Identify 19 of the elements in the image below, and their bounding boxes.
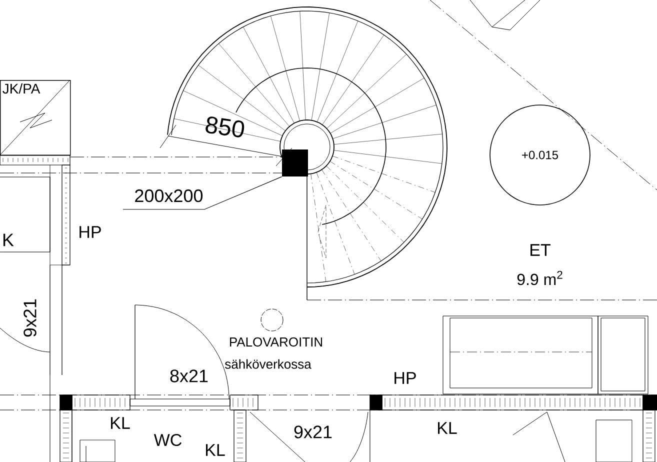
door-size: 8x21: [170, 370, 208, 382]
room-name: ET: [530, 244, 550, 256]
room-code: HP: [80, 226, 101, 238]
leader-line: [122, 176, 282, 210]
room-name: WC: [154, 434, 182, 446]
dimension-text: 200x200: [135, 189, 203, 202]
column-square: [282, 150, 308, 176]
room-code: KL: [206, 444, 225, 456]
door-size: 9x21: [294, 426, 332, 438]
room-area: 9.9 m$^{2}$: [517, 270, 562, 286]
room-code: HP: [394, 372, 416, 384]
note-text: sähköverkossa: [225, 359, 312, 369]
room-code: KL: [111, 417, 130, 429]
room-code: KL: [438, 422, 457, 434]
jk-pa-box: JK/PA: [0, 80, 71, 156]
door-size: 9x21: [24, 299, 36, 337]
dimension-text: 850: [206, 116, 244, 138]
note-text: PALOVAROITIN: [230, 337, 322, 347]
room-code: K: [3, 234, 14, 246]
